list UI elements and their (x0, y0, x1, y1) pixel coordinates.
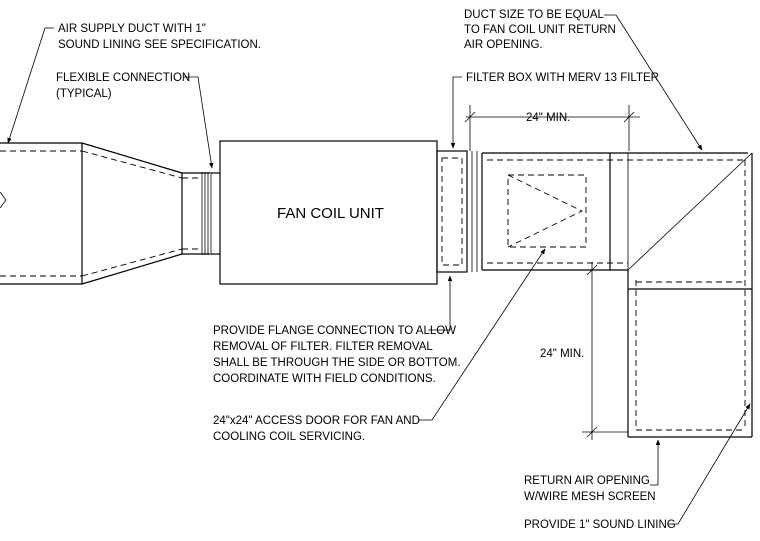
access-door-label-2: COOLING COIL SERVICING. (213, 431, 365, 443)
dimension-top-label: 24" MIN. (526, 112, 570, 124)
return-air-label-2: W/WIRE MESH SCREEN (524, 491, 656, 503)
dimension-top (464, 105, 640, 151)
filter-box (481, 152, 748, 271)
duct-size-label-2: TO FAN COIL UNIT RETURN (464, 24, 616, 36)
duct-size-label-3: AIR OPENING. (464, 39, 543, 51)
dimension-side (582, 262, 628, 440)
return-air-label-1: RETURN AIR OPENING (524, 475, 650, 487)
flex-label-2: (TYPICAL) (56, 88, 112, 100)
sound-lining-label: PROVIDE 1" SOUND LINING (524, 519, 676, 531)
flange-label-1: PROVIDE FLANGE CONNECTION TO ALLOW (213, 325, 456, 337)
annotations: AIR SUPPLY DUCT WITH 1" SOUND LINING SEE… (56, 9, 676, 531)
flexible-connection (201, 172, 212, 255)
duct-size-label-1: DUCT SIZE TO BE EQUAL (464, 9, 605, 21)
flex-label-1: FLEXIBLE CONNECTION (56, 72, 190, 84)
access-door-label-1: 24"x24" ACCESS DOOR FOR FAN AND (213, 415, 420, 427)
dimension-side-label: 24" MIN. (540, 348, 584, 360)
filter-box-label: FILTER BOX WITH MERV 13 FILTER (466, 72, 659, 84)
fan-coil-label: FAN COIL UNIT (277, 205, 384, 222)
filter-flange (436, 150, 478, 273)
air-supply-label-1: AIR SUPPLY DUCT WITH 1" (58, 23, 206, 35)
flange-label-4: COORDINATE WITH FIELD CONDITIONS. (213, 373, 436, 385)
supply-duct (0, 142, 210, 285)
return-elbow (627, 152, 753, 438)
leader-lines (7, 14, 751, 525)
flange-label-3: SHALL BE THROUGH THE SIDE OR BOTTOM. (213, 357, 461, 369)
flange-label-2: REMOVAL OF FILTER. FILTER REMOVAL (213, 341, 433, 353)
air-supply-label-2: SOUND LINING SEE SPECIFICATION. (58, 39, 261, 51)
